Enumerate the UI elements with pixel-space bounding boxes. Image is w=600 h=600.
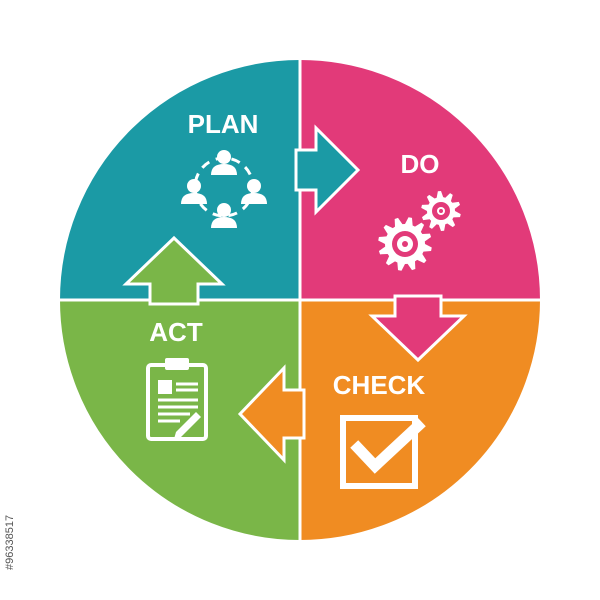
check-to-act-arrow <box>237 364 306 464</box>
act-label: ACT <box>149 317 203 347</box>
checkbox-check-icon <box>340 415 426 489</box>
people-network-icon <box>181 150 267 228</box>
plan-label: PLAN <box>188 109 259 139</box>
gears-icon <box>378 191 461 271</box>
do-to-check-arrow <box>368 294 468 363</box>
act-to-plan-arrow <box>122 235 226 306</box>
quadrant-group <box>59 59 541 541</box>
check-label: CHECK <box>333 370 426 400</box>
outer-ring <box>58 58 542 542</box>
clipboard-pen-icon <box>146 358 208 441</box>
do-label: DO <box>401 149 440 179</box>
stock-image-id: #96338517 <box>4 514 16 570</box>
plan-to-do-arrow <box>294 124 361 216</box>
